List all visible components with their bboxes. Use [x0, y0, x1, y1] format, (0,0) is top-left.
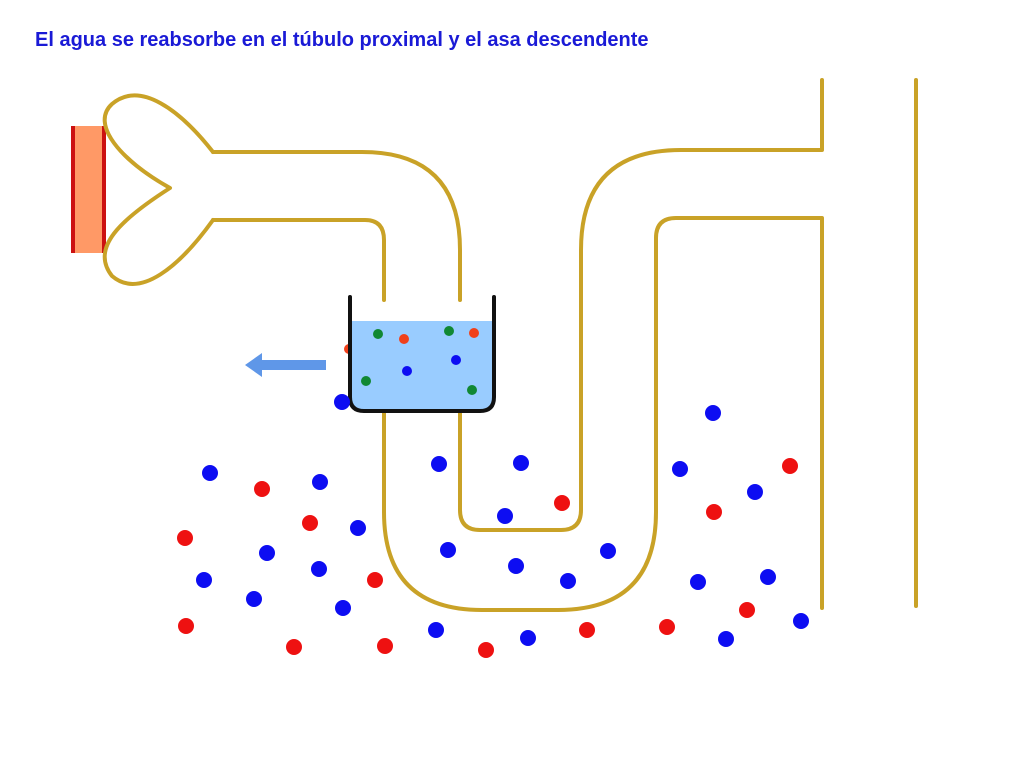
red-particle — [367, 572, 383, 588]
blue-particle — [334, 394, 350, 410]
red-particle — [302, 515, 318, 531]
beaker-icon — [348, 295, 496, 413]
capillary-body — [73, 126, 104, 253]
loop-outer-wall — [382, 216, 824, 612]
blue-particle — [312, 474, 328, 490]
red-particle — [782, 458, 798, 474]
green-particle — [467, 385, 477, 395]
tubule-outer-wall — [211, 150, 462, 302]
red-particle — [706, 504, 722, 520]
blue-particle — [350, 520, 366, 536]
blue-particle — [600, 543, 616, 559]
interstitial-particles — [177, 394, 809, 658]
red-particle — [554, 495, 570, 511]
blue-particle — [428, 622, 444, 638]
blue-particle — [451, 355, 461, 365]
blue-particle — [202, 465, 218, 481]
green-particle — [361, 376, 371, 386]
nephron-tubule — [102, 78, 918, 612]
blue-particle — [747, 484, 763, 500]
blue-particle — [760, 569, 776, 585]
blue-particle — [196, 572, 212, 588]
blue-particle — [513, 455, 529, 471]
red-particle — [739, 602, 755, 618]
blue-particle — [690, 574, 706, 590]
blue-particle — [259, 545, 275, 561]
red-particle — [469, 328, 479, 338]
blue-particle — [718, 631, 734, 647]
blue-particle — [672, 461, 688, 477]
red-particle — [579, 622, 595, 638]
tubule-inner-wall — [211, 218, 386, 302]
blue-particle — [311, 561, 327, 577]
blue-particle — [508, 558, 524, 574]
blue-particle — [402, 366, 412, 376]
blue-particle — [335, 600, 351, 616]
red-particle — [178, 618, 194, 634]
red-particle — [377, 638, 393, 654]
capillary — [71, 126, 106, 253]
red-particle — [659, 619, 675, 635]
bowman-capsule — [102, 93, 215, 286]
blue-particle — [560, 573, 576, 589]
red-particle — [286, 639, 302, 655]
arrow-left-shape — [245, 353, 326, 377]
green-particle — [444, 326, 454, 336]
water — [350, 321, 494, 411]
slide-title: El agua se reabsorbe en el túbulo proxim… — [35, 29, 649, 51]
blue-particle — [793, 613, 809, 629]
red-particle — [399, 334, 409, 344]
red-particle — [478, 642, 494, 658]
blue-particle — [246, 591, 262, 607]
green-particle — [373, 329, 383, 339]
blue-particle — [497, 508, 513, 524]
red-particle — [254, 481, 270, 497]
red-particle — [177, 530, 193, 546]
blue-particle — [705, 405, 721, 421]
blue-particle — [440, 542, 456, 558]
blue-particle — [520, 630, 536, 646]
loop-inner-wall — [458, 78, 824, 532]
blue-particle — [431, 456, 447, 472]
beaker-outline — [348, 295, 496, 413]
arrow-left-icon — [245, 353, 326, 377]
